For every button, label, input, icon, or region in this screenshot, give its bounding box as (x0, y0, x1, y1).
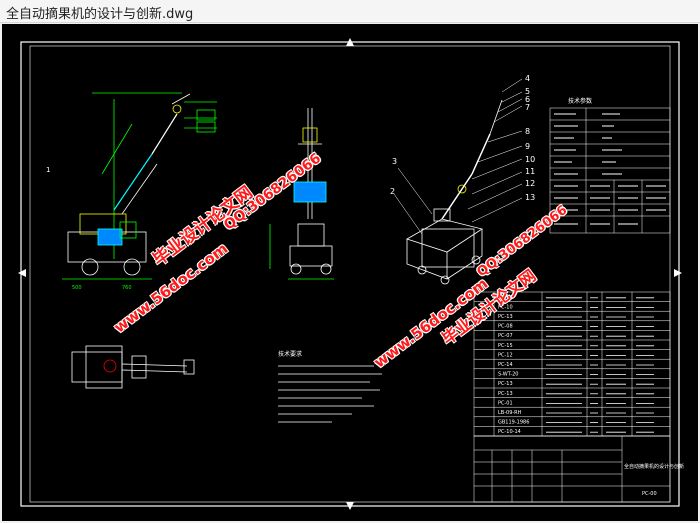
parts-list-code: GB119-1986 (498, 420, 529, 426)
tech-notes-title: 技术要求 (278, 350, 302, 358)
callout-4: 4 (525, 74, 530, 83)
parts-list-code: PC-01 (498, 400, 513, 406)
center-mark-top (346, 38, 354, 46)
cad-viewport[interactable]: 500 760 1 (2, 24, 698, 521)
callout-9: 9 (525, 142, 530, 151)
parts-list-code: PC-10-14 (498, 429, 521, 435)
side-view (269, 108, 334, 280)
title-block: 全自动摘果机的设计与创新 PC-00 (473, 435, 684, 503)
callout-8: 8 (525, 127, 530, 136)
parts-list-code: PC-10 (498, 304, 513, 310)
center-mark-bottom (346, 502, 354, 510)
callout-13: 13 (525, 193, 535, 202)
callout-11: 11 (525, 167, 535, 176)
callout-6: 6 (525, 95, 530, 104)
window-title: 全自动摘果机的设计与创新.dwg (6, 7, 194, 22)
callout-3: 3 (392, 157, 397, 166)
front-view: 500 760 (62, 92, 217, 291)
parts-list-code: PC-08 (498, 324, 513, 330)
parts-list-code: PC-14 (498, 362, 513, 368)
tech-notes-lines (278, 365, 382, 423)
callout-12: 12 (525, 179, 535, 188)
callout-2: 2 (390, 187, 395, 196)
center-mark-right (674, 269, 682, 277)
iso-callouts: 2 3 4 5 6 7 8 9 10 11 12 13 (390, 74, 535, 202)
isometric-view (393, 78, 523, 285)
callout-5: 5 (525, 87, 530, 96)
cad-drawing: 500 760 1 (18, 38, 684, 510)
parts-list-code: PC-11 (498, 295, 513, 301)
parts-list-code: PC-13 (498, 381, 513, 387)
parts-list-code: S-WT-20 (498, 372, 518, 378)
parts-list: PC-11PC-10PC-13PC-08PC-07PC-15PC-12PC-14… (473, 291, 671, 437)
window-titlebar: 全自动摘果机的设计与创新.dwg (0, 0, 700, 23)
svg-text:500: 500 (72, 285, 82, 291)
outer-frame (20, 41, 680, 507)
center-mark-left (18, 269, 26, 277)
parts-list-code: PC-13 (498, 314, 513, 320)
parts-list-code: PC-15 (498, 343, 513, 349)
svg-text:760: 760 (122, 285, 132, 291)
tech-params-table: 技术参数 (549, 97, 671, 234)
tech-params-text-marks (554, 113, 666, 225)
callout-1: 1 (46, 166, 50, 174)
tech-notes: 技术要求 (278, 350, 382, 423)
parts-list-code: PC-13 (498, 391, 513, 397)
tech-params-title: 技术参数 (568, 97, 592, 105)
parts-list-rows: PC-11PC-10PC-13PC-08PC-07PC-15PC-12PC-14… (474, 295, 670, 437)
drawing-number: PC-00 (642, 491, 657, 497)
parts-list-code: LB-09-RH (498, 410, 522, 416)
drawing-name: 全自动摘果机的设计与创新 (624, 463, 684, 470)
top-view (71, 345, 195, 389)
parts-list-code: PC-07 (498, 333, 513, 339)
callout-10: 10 (525, 155, 535, 164)
callout-7: 7 (525, 103, 530, 112)
parts-list-code: PC-12 (498, 352, 513, 358)
